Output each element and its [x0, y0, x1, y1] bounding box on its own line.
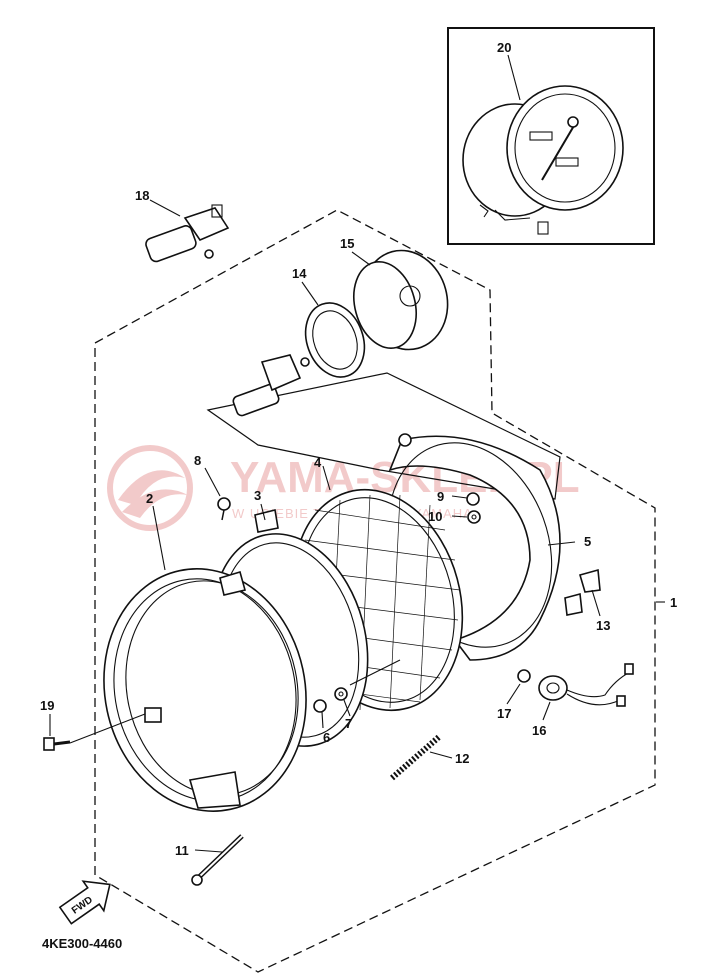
pilot-light-16	[538, 663, 634, 707]
callout-7: 7	[345, 716, 352, 731]
callout-8: 8	[194, 453, 201, 468]
callout-1: 1	[670, 595, 677, 610]
screw-6	[313, 699, 327, 713]
diagram-code: 4KE300-4460	[42, 936, 123, 951]
callout-9: 9	[437, 489, 444, 504]
washer-10	[467, 510, 481, 524]
spring-12	[390, 733, 442, 781]
callout-4: 4	[314, 455, 322, 470]
callout-16: 16	[532, 723, 546, 738]
bulb-h4	[145, 204, 230, 263]
nut-9	[466, 492, 480, 506]
bulb-cover-ring	[304, 302, 366, 378]
bolt-11	[191, 834, 244, 886]
callout-10: 10	[428, 509, 442, 524]
callout-6: 6	[323, 730, 330, 745]
bulb-cover-cap	[353, 249, 449, 351]
callout-3: 3	[254, 488, 261, 503]
callout-20: 20	[497, 40, 511, 55]
nut-7	[334, 687, 348, 701]
callout-17: 17	[497, 706, 511, 721]
grommet-17	[517, 669, 531, 683]
bulb-socket	[232, 354, 310, 417]
callout-2: 2	[146, 491, 153, 506]
speedometer	[462, 85, 624, 235]
leader-lines	[49, 54, 665, 853]
screw-19	[43, 737, 71, 751]
callout-11: 11	[175, 843, 189, 858]
assembly-boundary	[94, 209, 656, 973]
callout-5: 5	[584, 534, 591, 549]
callout-14: 14	[292, 266, 307, 281]
callout-19: 19	[40, 698, 54, 713]
callout-15: 15	[340, 236, 354, 251]
screw-8	[217, 497, 231, 521]
bracket	[564, 568, 601, 616]
callout-13: 13	[596, 618, 610, 633]
speedometer-inset-box	[447, 27, 655, 245]
fwd-arrow-icon: FWD	[58, 880, 111, 925]
callout-18: 18	[135, 188, 149, 203]
socket-subassembly-boundary	[206, 372, 561, 500]
watermark-logo-icon	[107, 445, 193, 531]
headlight-body	[103, 568, 307, 812]
callout-12: 12	[455, 751, 469, 766]
